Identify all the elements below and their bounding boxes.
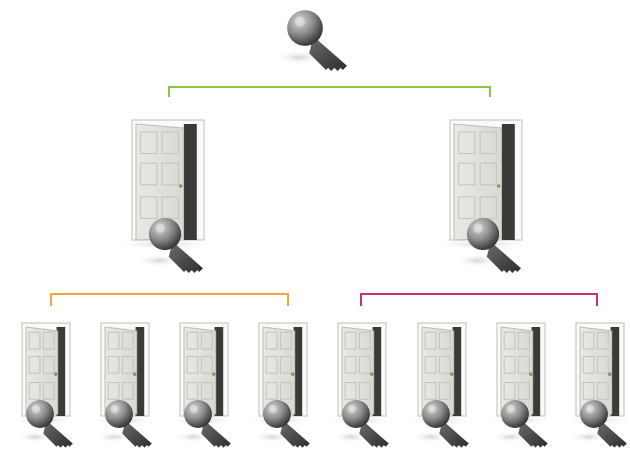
nodes-layer — [10, 10, 630, 447]
key-highlight — [428, 405, 436, 413]
key-highlight — [190, 405, 198, 413]
key-bow — [287, 10, 323, 46]
door-knob — [450, 372, 454, 376]
door-knob — [54, 372, 58, 376]
key-highlight — [111, 405, 119, 413]
key-bow — [105, 400, 133, 428]
key-bow — [263, 400, 291, 428]
right-group-connector — [361, 294, 597, 306]
key-bow — [149, 218, 181, 250]
key-highlight — [295, 16, 306, 27]
key-bow — [184, 400, 212, 428]
door-opening — [502, 124, 515, 240]
door-knob — [529, 372, 533, 376]
key-highlight — [474, 224, 484, 234]
key-bow — [422, 400, 450, 428]
root-key-icon — [274, 10, 348, 71]
door-knob — [212, 372, 216, 376]
door-knob — [133, 372, 137, 376]
key-bow — [580, 400, 608, 428]
door-knob — [179, 184, 183, 188]
key-highlight — [156, 224, 166, 234]
left-group-connector — [51, 294, 288, 306]
door-knob — [608, 372, 612, 376]
key-bow — [467, 218, 499, 250]
door-knob — [497, 184, 501, 188]
key-highlight — [586, 405, 594, 413]
key-highlight — [32, 405, 40, 413]
key-highlight — [348, 405, 356, 413]
key-bow — [26, 400, 54, 428]
key-highlight — [507, 405, 515, 413]
key-highlight — [269, 405, 277, 413]
door-opening — [184, 124, 197, 240]
door-knob — [291, 372, 295, 376]
key-bow — [501, 400, 529, 428]
key-bow — [342, 400, 370, 428]
door-knob — [370, 372, 374, 376]
root-connector — [169, 87, 490, 97]
